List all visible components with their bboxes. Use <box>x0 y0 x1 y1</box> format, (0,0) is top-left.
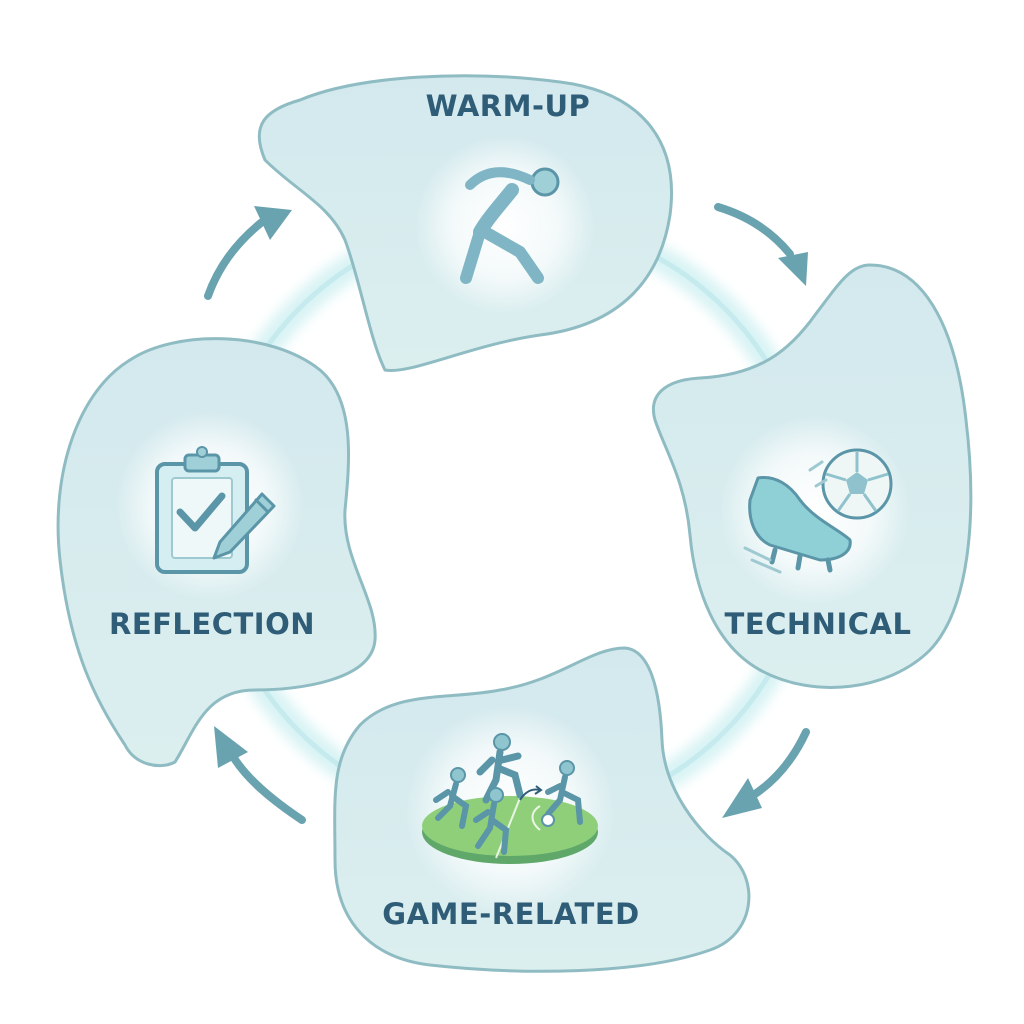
stage-technical-label: TECHNICAL <box>725 607 912 641</box>
stretching-person-icon <box>460 167 560 284</box>
stage-reflection: REFLECTION <box>56 337 377 768</box>
soccer-boot-ball-icon <box>743 448 893 574</box>
stage-warm-up: WARM-UP <box>257 74 673 373</box>
cycle-arrow-icon <box>204 206 292 300</box>
stage-reflection-label: REFLECTION <box>109 607 315 641</box>
stage-warm-up-label: WARM-UP <box>426 89 591 123</box>
players-on-pitch-icon <box>422 733 598 864</box>
stage-technical: TECHNICAL <box>652 263 973 689</box>
stage-game-related: GAME-RELATED <box>333 646 751 973</box>
cycle-arrow-icon <box>714 203 808 286</box>
stage-game-related-label: GAME-RELATED <box>382 897 639 931</box>
warm-up-icon-glow <box>415 135 595 315</box>
clipboard-pencil-icon <box>155 446 276 574</box>
cycle-arrow-icon <box>214 726 306 824</box>
cycle-arrow-icon <box>722 728 810 818</box>
